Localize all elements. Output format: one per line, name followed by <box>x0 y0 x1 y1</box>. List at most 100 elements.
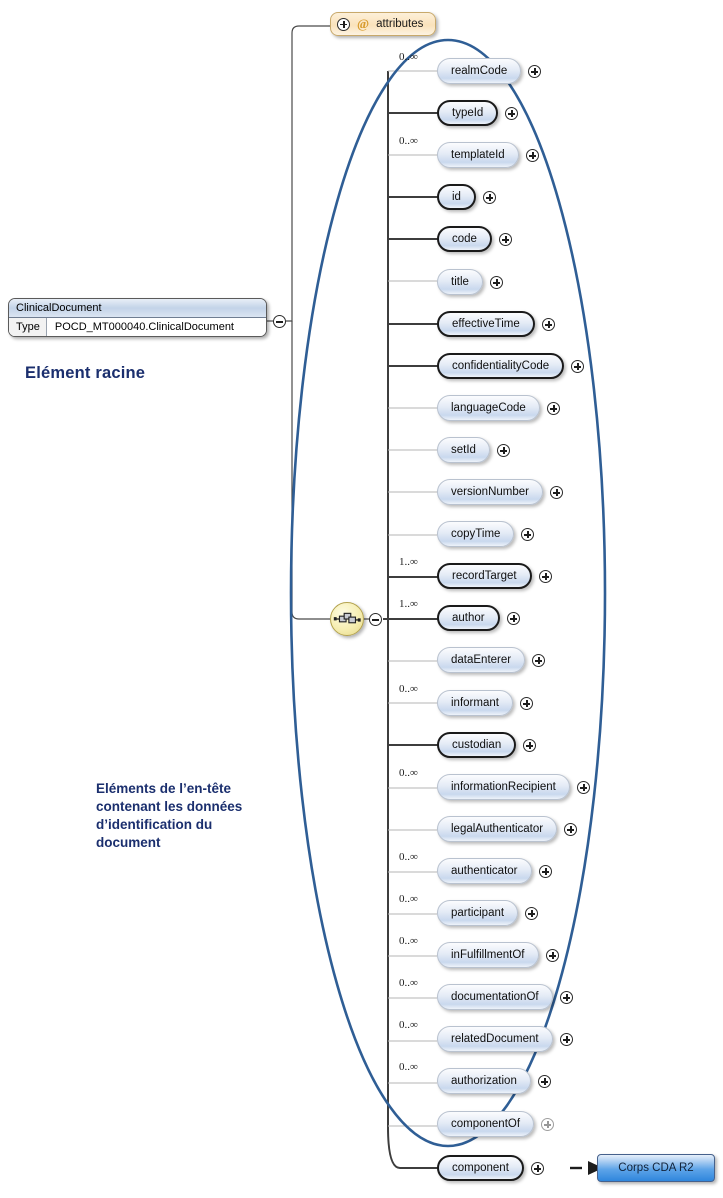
cardinality-label: 1..∞ <box>399 556 418 568</box>
element-node-label: author <box>452 612 485 624</box>
attributes-node[interactable]: @ attributes <box>330 12 437 36</box>
cardinality-label: 0..∞ <box>399 51 418 63</box>
element-node-label: typeId <box>452 107 484 119</box>
plus-circle-icon[interactable] <box>547 402 560 415</box>
element-node-title[interactable]: title <box>437 269 483 295</box>
plus-circle-icon[interactable] <box>571 360 584 373</box>
cardinality-label: 1..∞ <box>399 598 418 610</box>
element-node-author[interactable]: author <box>437 605 500 631</box>
cardinality-label: 0..∞ <box>399 1061 418 1073</box>
plus-circle-icon[interactable] <box>337 17 350 31</box>
plus-circle-icon[interactable] <box>497 444 510 457</box>
plus-circle-icon[interactable] <box>550 486 563 499</box>
header-annotation: Eléments de l’en-tête contenant les donn… <box>96 780 286 852</box>
element-node-label: informant <box>451 697 499 709</box>
element-node-id[interactable]: id <box>437 184 476 210</box>
element-node-code[interactable]: code <box>437 226 492 252</box>
element-node-dataEnterer[interactable]: dataEnterer <box>437 647 526 673</box>
header-annotation-line: contenant les données <box>96 799 243 814</box>
plus-circle-icon[interactable] <box>528 65 541 78</box>
minus-circle-icon[interactable] <box>369 613 382 626</box>
element-node-component[interactable]: component <box>437 1155 524 1181</box>
plus-circle-icon[interactable] <box>542 318 555 331</box>
plus-circle-icon[interactable] <box>525 907 538 920</box>
element-node-label: inFulfillmentOf <box>451 949 525 961</box>
element-node-label: legalAuthenticator <box>451 823 544 835</box>
element-node-label: realmCode <box>451 65 508 77</box>
element-node-languageCode[interactable]: languageCode <box>437 395 540 421</box>
element-node-recordTarget[interactable]: recordTarget <box>437 563 532 589</box>
at-symbol-icon: @ <box>357 16 370 31</box>
header-group-ellipse <box>289 38 607 1148</box>
element-node-templateId[interactable]: templateId <box>437 142 519 168</box>
plus-circle-icon[interactable] <box>541 1118 554 1131</box>
element-node-inFulfillmentOf[interactable]: inFulfillmentOf <box>437 942 539 968</box>
element-node-documentationOf[interactable]: documentationOf <box>437 984 553 1010</box>
element-node-setId[interactable]: setId <box>437 437 490 463</box>
element-node-label: copyTime <box>451 528 501 540</box>
element-node-label: confidentialityCode <box>452 360 550 372</box>
header-annotation-line: d’identification du <box>96 817 213 832</box>
plus-circle-icon[interactable] <box>523 739 536 752</box>
root-type-key: Type <box>9 318 47 336</box>
plus-circle-icon[interactable] <box>507 612 520 625</box>
minus-circle-icon[interactable] <box>273 315 286 328</box>
plus-circle-icon[interactable] <box>532 654 545 667</box>
element-node-authorization[interactable]: authorization <box>437 1068 531 1094</box>
cardinality-label: 0..∞ <box>399 135 418 147</box>
element-node-participant[interactable]: participant <box>437 900 519 926</box>
cardinality-label: 0..∞ <box>399 767 418 779</box>
element-node-authenticator[interactable]: authenticator <box>437 858 532 884</box>
root-type-value: POCD_MT000040.ClinicalDocument <box>54 321 234 333</box>
cardinality-label: 0..∞ <box>399 935 418 947</box>
element-node-realmCode[interactable]: realmCode <box>437 58 522 84</box>
plus-circle-icon[interactable] <box>526 149 539 162</box>
element-node-label: componentOf <box>451 1118 521 1130</box>
element-node-label: effectiveTime <box>452 318 520 330</box>
element-node-label: setId <box>451 444 476 456</box>
element-node-label: component <box>452 1162 509 1174</box>
element-node-informationRecipient[interactable]: informationRecipient <box>437 774 570 800</box>
cardinality-label: 0..∞ <box>399 1019 418 1031</box>
plus-circle-icon[interactable] <box>577 781 590 794</box>
element-node-label: documentationOf <box>451 991 539 1003</box>
sequence-icon[interactable] <box>330 602 364 636</box>
header-annotation-line: document <box>96 835 161 850</box>
plus-circle-icon[interactable] <box>560 1033 573 1046</box>
element-node-informant[interactable]: informant <box>437 690 513 716</box>
root-annotation: Elément racine <box>25 364 146 382</box>
plus-circle-icon[interactable] <box>546 949 559 962</box>
plus-circle-icon[interactable] <box>520 697 533 710</box>
plus-circle-icon[interactable] <box>483 191 496 204</box>
plus-circle-icon[interactable] <box>564 823 577 836</box>
element-node-custodian[interactable]: custodian <box>437 732 517 758</box>
element-node-versionNumber[interactable]: versionNumber <box>437 479 543 505</box>
element-node-legalAuthenticator[interactable]: legalAuthenticator <box>437 816 558 842</box>
plus-circle-icon[interactable] <box>539 570 552 583</box>
corps-cda-r2-box[interactable]: Corps CDA R2 <box>597 1154 715 1182</box>
plus-circle-icon[interactable] <box>521 528 534 541</box>
plus-circle-icon[interactable] <box>490 276 503 289</box>
element-node-copyTime[interactable]: copyTime <box>437 521 515 547</box>
element-node-confidentialityCode[interactable]: confidentialityCode <box>437 353 565 379</box>
element-node-componentOf[interactable]: componentOf <box>437 1111 535 1137</box>
cardinality-label: 0..∞ <box>399 893 418 905</box>
element-node-relatedDocument[interactable]: relatedDocument <box>437 1026 553 1052</box>
attributes-label: attributes <box>376 18 424 30</box>
element-node-typeId[interactable]: typeId <box>437 100 499 126</box>
plus-circle-icon[interactable] <box>538 1075 551 1088</box>
element-node-effectiveTime[interactable]: effectiveTime <box>437 311 535 337</box>
root-element-box[interactable]: ClinicalDocument Type POCD_MT000040.Clin… <box>8 298 267 337</box>
root-element-name: ClinicalDocument <box>9 299 266 318</box>
corps-cda-r2-label: Corps CDA R2 <box>618 1162 694 1174</box>
plus-circle-icon[interactable] <box>505 107 518 120</box>
cardinality-label: 0..∞ <box>399 683 418 695</box>
plus-circle-icon[interactable] <box>560 991 573 1004</box>
element-node-label: authorization <box>451 1075 517 1087</box>
plus-circle-icon[interactable] <box>539 865 552 878</box>
element-node-label: recordTarget <box>452 570 517 582</box>
plus-circle-icon[interactable] <box>531 1162 544 1175</box>
plus-circle-icon[interactable] <box>499 233 512 246</box>
element-node-label: id <box>452 191 461 203</box>
